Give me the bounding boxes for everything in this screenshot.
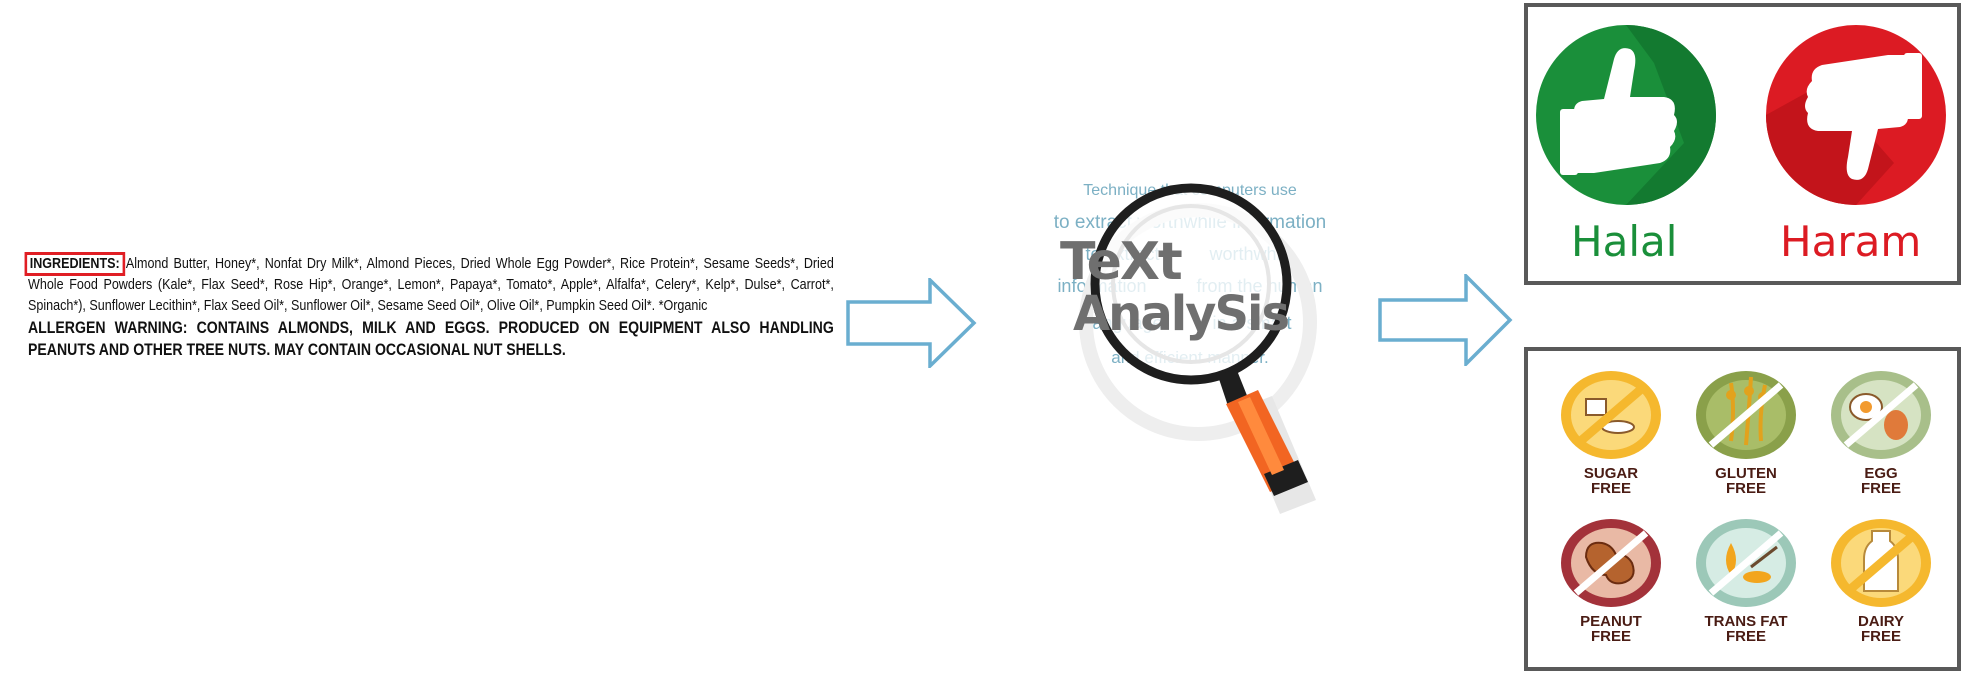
- text-word: TeXt: [1060, 232, 1183, 292]
- dairy-free-caption-line2: FREE: [1860, 628, 1901, 645]
- egg-free-item: EGG FREE: [1816, 369, 1946, 496]
- ingredients-paragraph: INGREDIENTS: Almond Butter, Honey*, Nonf…: [24, 252, 834, 317]
- dairy-free-caption-line1: DAIRY: [1857, 613, 1905, 630]
- gluten-free-icon: [1696, 371, 1796, 459]
- magnifying-glass-icon: [1079, 183, 1317, 514]
- peanut-free-icon: [1561, 519, 1661, 607]
- peanut-free-caption-line2: FREE: [1590, 628, 1631, 645]
- gluten-free-item: GLUTEN FREE: [1681, 369, 1811, 496]
- trans-fat-free-icon: [1696, 519, 1796, 607]
- peanut-free-item: PEANUT FREE: [1546, 517, 1676, 644]
- sugar-free-item: SUGAR FREE: [1546, 369, 1676, 496]
- arrow-right-icon: [846, 278, 977, 368]
- trans-fat-free-caption-line2: FREE: [1725, 628, 1766, 645]
- ingredients-text: Almond Butter, Honey*, Nonfat Dry Milk*,…: [28, 256, 834, 314]
- gluten-free-caption-line1: GLUTEN: [1715, 465, 1777, 482]
- analysis-word: AnalySis: [1073, 286, 1290, 342]
- sugar-free-caption-line1: SUGAR: [1583, 465, 1639, 482]
- allergen-warning: ALLERGEN WARNING: CONTAINS ALMONDS, MILK…: [28, 319, 834, 359]
- ingredients-heading: INGREDIENTS:: [24, 252, 125, 276]
- haram-thumbs-down-icon: [1766, 25, 1946, 205]
- haram-label: Haram: [1780, 217, 1922, 266]
- trans-fat-free-caption-line1: TRANS FAT: [1704, 613, 1788, 630]
- peanut-free-caption-line1: PEANUT: [1580, 613, 1642, 630]
- egg-free-caption-line1: EGG: [1864, 465, 1898, 482]
- dairy-free-item: DAIRY FREE: [1816, 517, 1946, 644]
- ingredients-label: INGREDIENTS: Almond Butter, Honey*, Nonf…: [24, 252, 834, 361]
- sugar-free-icon: [1561, 371, 1661, 459]
- dairy-free-icon: [1831, 519, 1931, 607]
- sugar-free-caption-line2: FREE: [1590, 480, 1631, 497]
- trans-fat-free-item: TRANS FAT FREE: [1681, 517, 1811, 644]
- text-analysis-graphic: Technique that computers use to extract …: [980, 170, 1400, 530]
- arrow-right-icon: [1378, 274, 1513, 366]
- halal-label: Halal: [1571, 217, 1678, 266]
- halal-thumbs-up-icon: [1536, 25, 1716, 205]
- gluten-free-caption-line2: FREE: [1725, 480, 1766, 497]
- free-from-panel: SUGAR FREE GLUTEN FREE EGG FREE: [1524, 347, 1961, 671]
- egg-free-icon: [1831, 371, 1931, 459]
- egg-free-caption-line2: FREE: [1860, 480, 1901, 497]
- halal-haram-panel: Halal Haram: [1524, 3, 1961, 285]
